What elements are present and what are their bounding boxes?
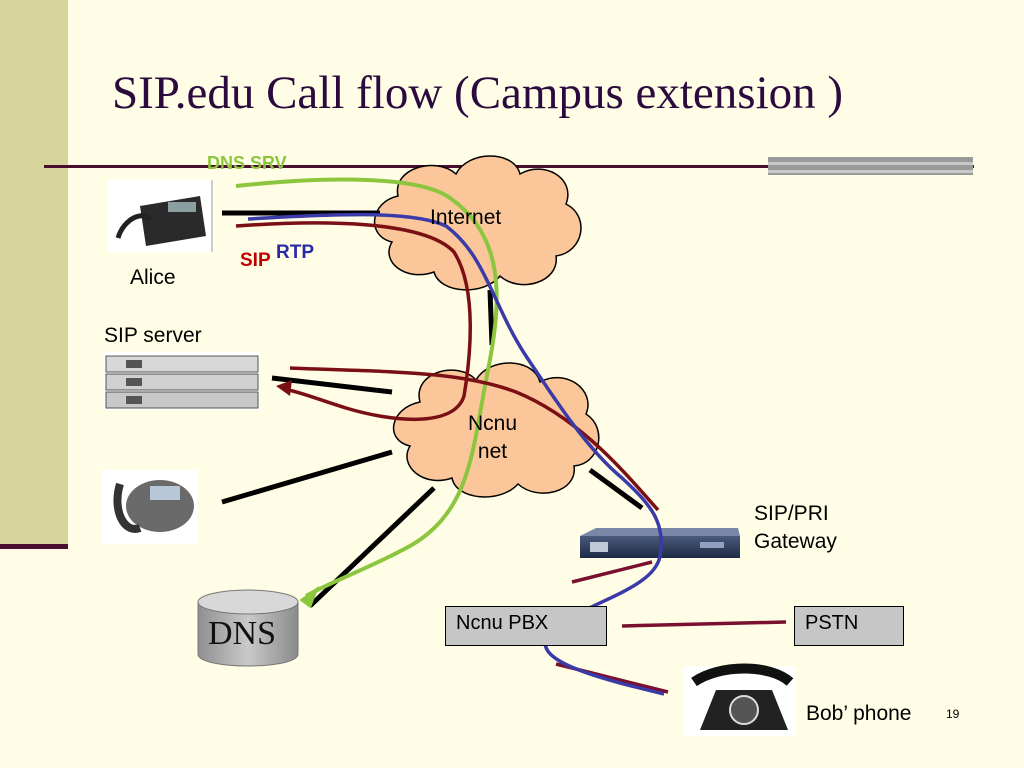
sidebar-underline <box>0 544 68 549</box>
left-sidebar-bar <box>0 0 68 546</box>
sip-server-icon <box>104 352 260 410</box>
title-rule-accent <box>768 157 973 175</box>
ncnu-net-label: Ncnu net <box>468 412 518 463</box>
sip-flow <box>235 221 660 512</box>
slide-title: SIP.edu Call flow (Campus extension ) <box>112 67 844 119</box>
dns-server-icon <box>197 589 299 667</box>
page-number: 19 <box>946 707 960 721</box>
dns-srv-flow <box>235 177 499 609</box>
alice-phone-icon <box>108 180 214 252</box>
bob-phone-label: Bob’ phone <box>806 702 912 725</box>
dns-srv-label: DNS SRV <box>207 153 287 173</box>
pstn-box: PSTN <box>794 606 904 646</box>
bob-phone-icon <box>684 663 796 736</box>
alice-label: Alice <box>130 266 176 289</box>
internet-label: Internet <box>430 206 502 229</box>
sip-server-label: SIP server <box>104 324 202 347</box>
rtp-label: RTP <box>276 242 314 263</box>
gateway-label: SIP/PRI Gateway <box>754 502 837 553</box>
sip-label: SIP <box>240 250 271 271</box>
ncnu-pbx-box: Ncnu PBX <box>445 606 607 646</box>
pstn-label: PSTN <box>805 612 859 634</box>
ncnu-pbx-label: Ncnu PBX <box>456 612 549 634</box>
ip-phone-icon <box>102 470 198 544</box>
dns-icon-text: DNS <box>208 615 277 652</box>
